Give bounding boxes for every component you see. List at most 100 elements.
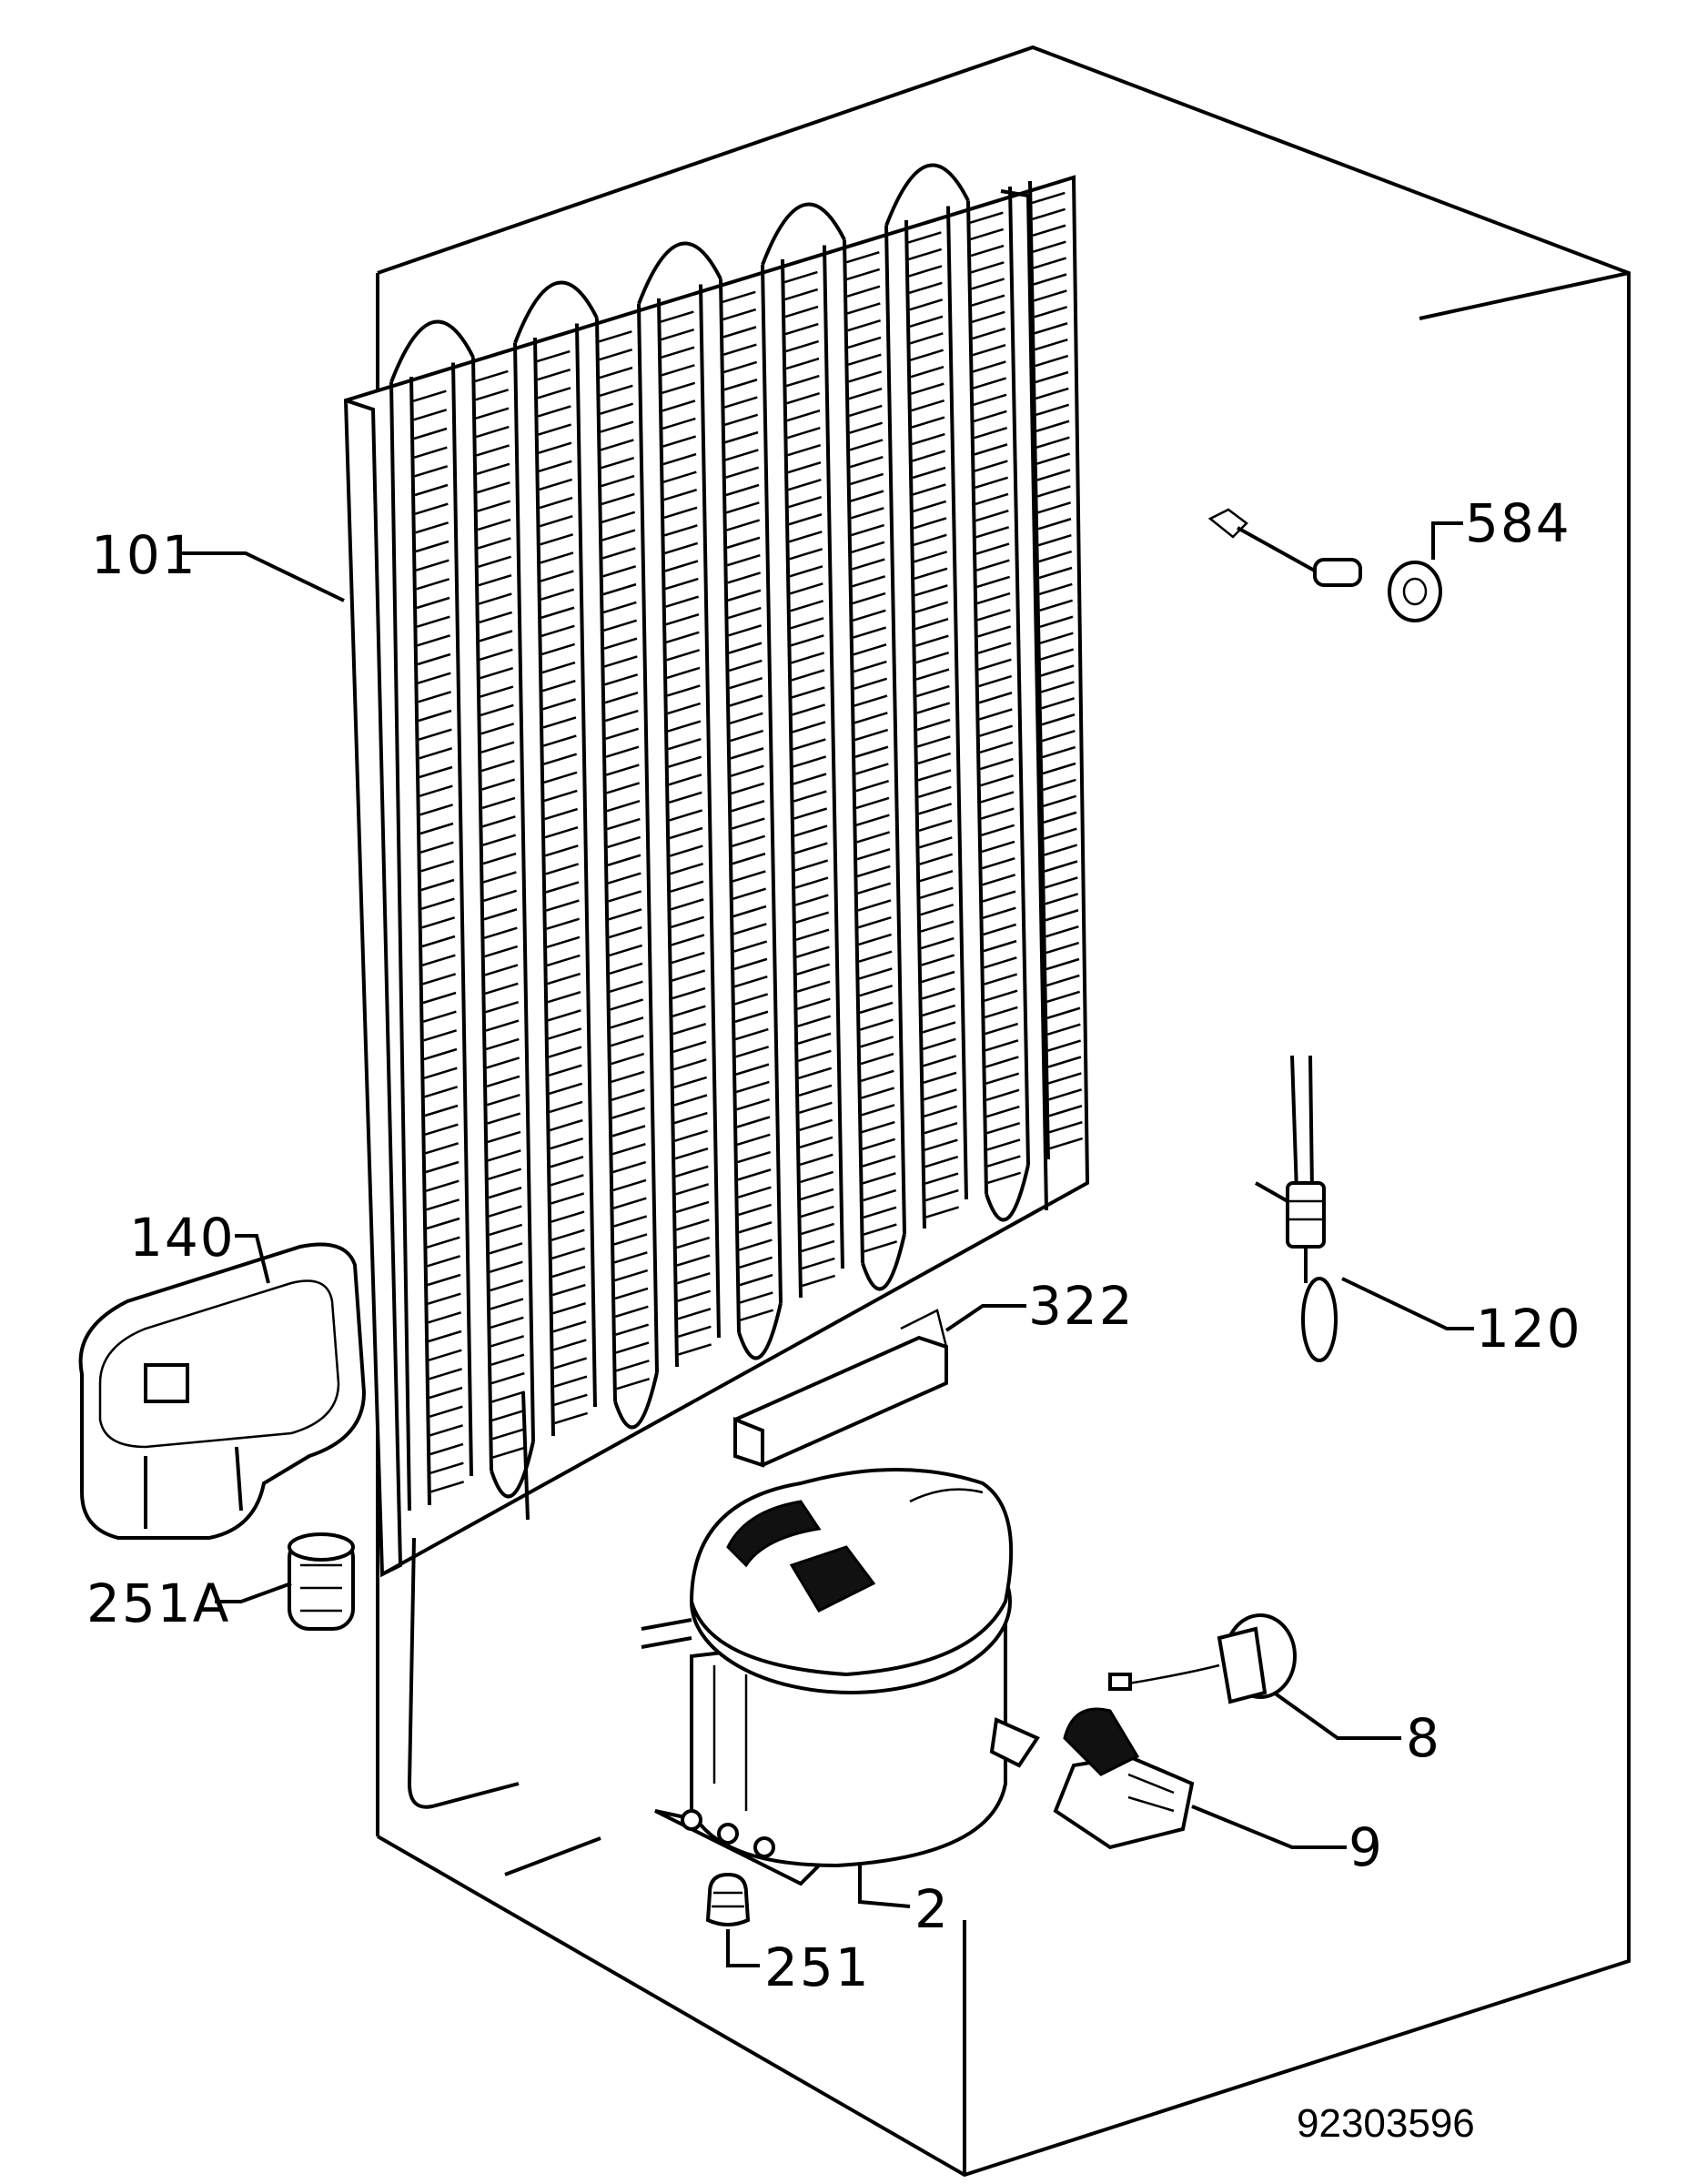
fin-line — [722, 326, 757, 339]
fin-line — [987, 1171, 1022, 1185]
fin-line — [1045, 957, 1080, 971]
fin-line — [788, 496, 823, 509]
fin-line — [981, 824, 1015, 836]
fin-line — [1034, 338, 1068, 351]
fin-line — [985, 1105, 1020, 1118]
fin-line — [546, 917, 581, 930]
fin-line — [547, 972, 581, 986]
fin-line — [1032, 224, 1066, 237]
fin-line — [786, 391, 821, 405]
fin-line — [985, 1056, 1019, 1068]
fin-line — [540, 588, 575, 601]
fin-line — [799, 1136, 833, 1149]
temperature-sensor — [1207, 508, 1442, 622]
fin-line — [677, 1289, 712, 1302]
fin-line — [416, 578, 450, 591]
callout-labels: 101 584 140 322 120 251A 8 9 2 251 — [86, 492, 1581, 1998]
coil-bend — [861, 1233, 906, 1291]
fin-line — [599, 348, 633, 361]
fin-line — [538, 460, 572, 473]
fin-line — [909, 315, 944, 328]
fin-line — [479, 611, 513, 624]
fin-line — [980, 807, 1015, 820]
coil-bend — [884, 163, 970, 227]
callout-584: 584 — [1465, 492, 1571, 554]
fin-line — [674, 1165, 709, 1178]
compressor — [641, 1468, 1040, 1886]
fin-line — [551, 1283, 586, 1297]
fin-line — [1047, 1056, 1082, 1068]
start-relay — [1053, 1707, 1195, 1850]
fin-line — [661, 346, 695, 359]
fin-line — [601, 547, 636, 560]
fin-line — [727, 571, 762, 584]
fin-line — [972, 360, 1006, 373]
fin-line — [425, 1142, 460, 1155]
fin-line — [857, 899, 892, 912]
fin-line — [672, 986, 706, 1000]
fin-line — [601, 457, 635, 470]
fin-line — [801, 1257, 835, 1270]
rubber-grommet-251 — [705, 1872, 751, 1926]
fin-line — [985, 1088, 1020, 1102]
fin-line — [543, 771, 578, 784]
fin-line — [540, 606, 575, 619]
coil-tube — [843, 239, 864, 1264]
coil-tube — [884, 225, 906, 1235]
callout-251a: 251A — [86, 1572, 230, 1634]
fin-line — [859, 1001, 894, 1015]
fin-line — [732, 852, 766, 865]
fin-line — [924, 1188, 959, 1202]
fin-line — [478, 555, 512, 569]
fin-line — [914, 551, 948, 563]
fin-line — [849, 439, 884, 451]
fin-line — [985, 1072, 1020, 1085]
fin-line — [982, 906, 1016, 919]
fin-line — [610, 1034, 644, 1047]
fin-line — [416, 596, 450, 610]
fin-line — [538, 441, 572, 454]
fin-line — [428, 1330, 462, 1343]
fin-line — [976, 592, 1011, 605]
fin-line — [611, 1143, 646, 1156]
fin-line — [847, 319, 882, 332]
fin-line — [982, 874, 1016, 886]
fin-line — [481, 778, 516, 791]
fin-line — [1035, 420, 1070, 432]
fin-line — [661, 364, 695, 377]
fin-line — [734, 1010, 769, 1023]
fin-line — [665, 631, 700, 643]
fin-line — [1041, 697, 1076, 710]
coil-tube — [409, 376, 431, 1506]
fin-line — [732, 923, 767, 935]
fin-line — [662, 470, 697, 483]
fin-line — [419, 822, 454, 835]
coil-tube — [451, 362, 473, 1477]
fin-line — [480, 685, 514, 698]
coil-tube — [904, 219, 926, 1229]
fin-line — [610, 1016, 644, 1029]
fin-line — [975, 542, 1010, 555]
fin-line — [486, 1093, 520, 1107]
fin-line — [735, 1063, 770, 1076]
fin-line — [783, 270, 818, 284]
fin-line — [854, 728, 889, 742]
fin-line — [914, 567, 948, 580]
fin-line — [985, 1022, 1019, 1036]
fin-line — [800, 1205, 834, 1218]
fin-line — [1046, 1006, 1081, 1019]
fin-line — [602, 582, 637, 596]
fin-line — [490, 1316, 524, 1330]
fin-line — [615, 1360, 650, 1372]
fin-line — [416, 615, 450, 628]
fin-line — [975, 476, 1009, 489]
coil-tube — [946, 206, 968, 1200]
fin-line — [426, 1217, 460, 1230]
coil-tube — [637, 303, 659, 1373]
fin-line — [1045, 941, 1080, 955]
fin-line — [795, 945, 830, 958]
fin-line — [541, 642, 576, 656]
fin-line — [912, 483, 946, 496]
fin-line — [733, 975, 768, 988]
fin-line — [607, 835, 641, 849]
